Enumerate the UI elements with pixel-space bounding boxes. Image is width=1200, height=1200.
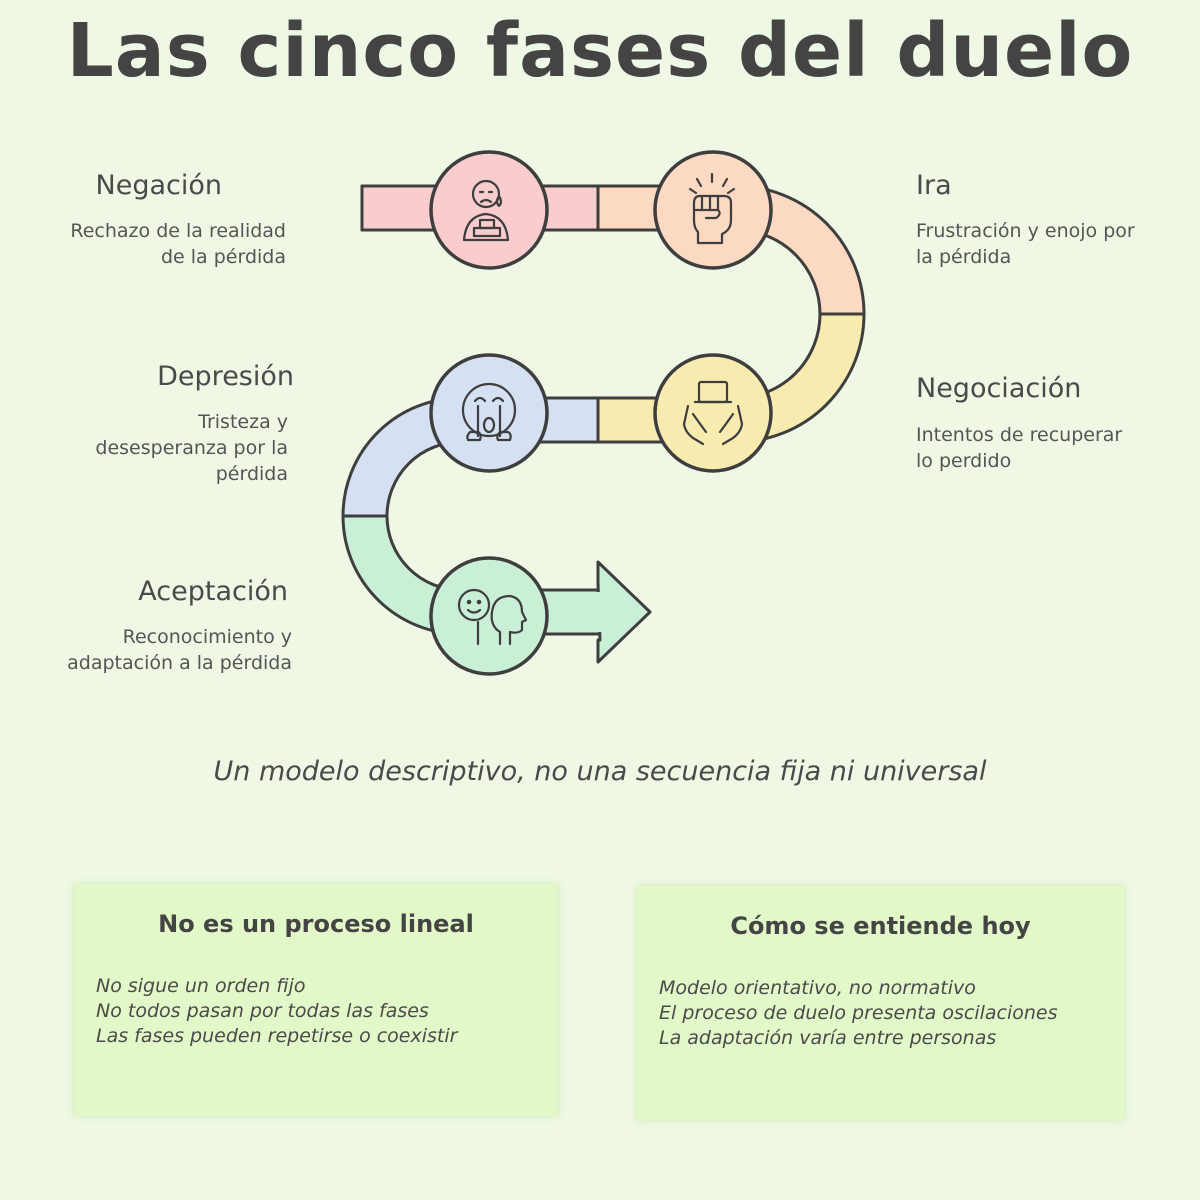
card-current-understanding: Cómo se entiende hoy Modelo orientativo,… [637, 886, 1124, 1120]
list-item: Las fases pueden repetirse o coexistir [96, 1025, 458, 1047]
card-list: Modelo orientativo, no normativo El proc… [659, 976, 1058, 1051]
clenched-fist-icon [688, 172, 736, 245]
list-item: No sigue un orden fijo [96, 975, 306, 997]
card-title: No es un proceso lineal [158, 910, 474, 938]
list-item: La adaptación varía entre personas [659, 1027, 997, 1049]
card-not-linear: No es un proceso lineal No sigue un orde… [74, 884, 558, 1116]
phase-desc-negacion: Rechazo de la realidad de la pérdida [70, 220, 286, 268]
card-title: Cómo se entiende hoy [730, 912, 1031, 940]
phase-title-aceptacion: Aceptación [138, 576, 288, 607]
list-item: No todos pasan por todas las fases [96, 1000, 429, 1022]
crying-face-icon [461, 382, 517, 442]
list-item: El proceso de duelo presenta oscilacione… [659, 1002, 1058, 1024]
node-negociacion [653, 353, 773, 473]
phase-desc-negociacion: Intentos de recuperar lo perdido [916, 424, 1123, 472]
node-aceptacion [429, 556, 549, 676]
model-subtitle: Un modelo descriptivo, no una secuencia … [213, 756, 987, 787]
phase-title-ira: Ira [916, 170, 952, 201]
page-title: Las cinco fases del duelo [66, 8, 1134, 94]
phase-desc-aceptacion: Reconocimiento y adaptación a la pérdida [67, 626, 292, 674]
phase-title-depresion: Depresión [157, 361, 294, 392]
node-negacion [429, 150, 549, 270]
phase-title-negacion: Negación [95, 170, 222, 201]
arrow-head [596, 560, 652, 664]
list-item: Modelo orientativo, no normativo [659, 977, 976, 999]
phase-desc-ira: Frustración y enojo por la pérdida [916, 220, 1135, 268]
hands-offering-icon [682, 380, 744, 446]
node-depresion [429, 353, 549, 473]
card-list: No sigue un orden fijo No todos pasan po… [96, 974, 457, 1049]
phase-desc-depresion: Tristeza y desesperanza por la pérdida [95, 411, 288, 485]
phase-title-negociacion: Negociación [916, 373, 1082, 404]
sad-person-icon [462, 179, 510, 242]
smiling-head-icon [457, 588, 528, 646]
